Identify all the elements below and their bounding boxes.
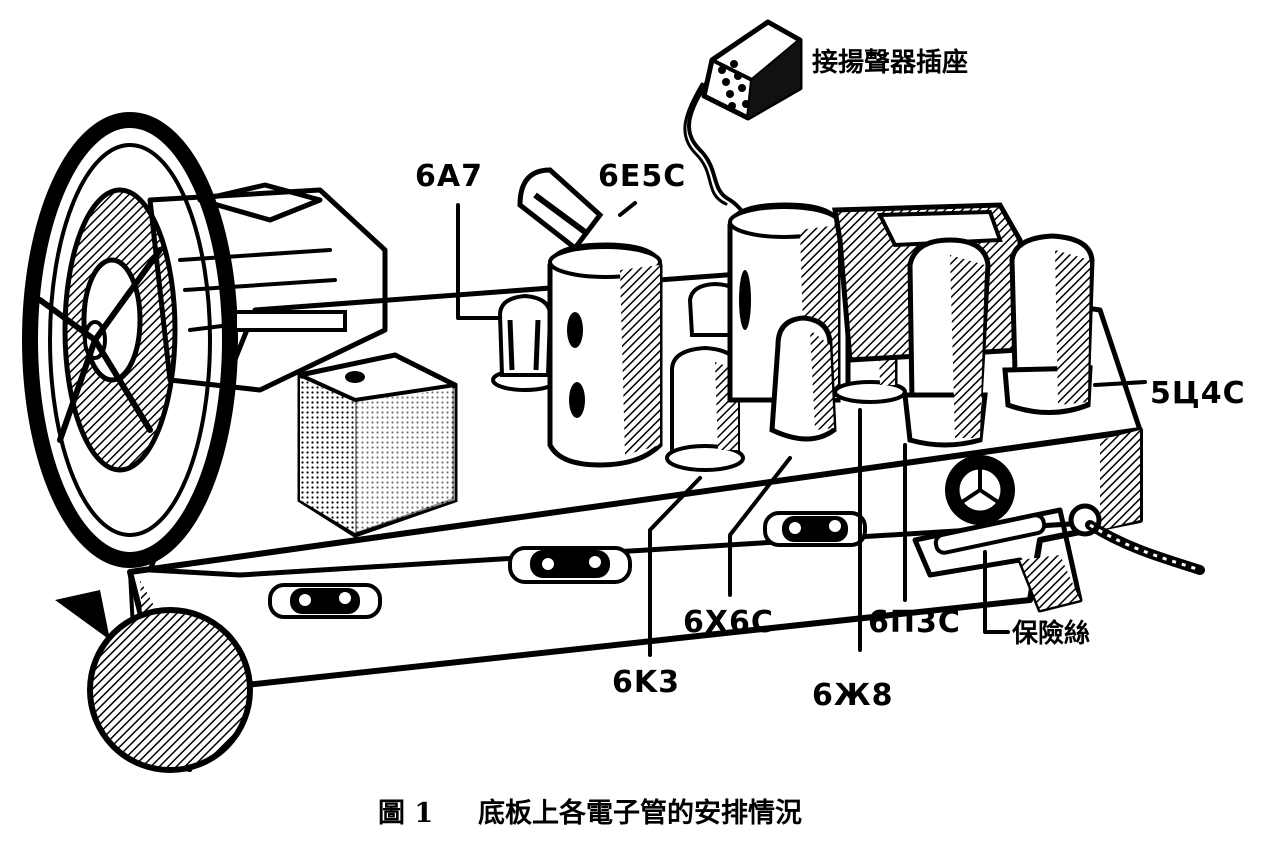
tube-6e5c — [517, 167, 604, 252]
label-5u4c: 5Ц4C — [1150, 376, 1246, 411]
front-slot — [268, 583, 382, 619]
if-transformer-can — [297, 352, 458, 538]
fuse — [912, 507, 1083, 613]
speaker-socket — [683, 19, 803, 222]
leader-lines — [456, 201, 1147, 657]
tuning-dial — [22, 112, 253, 773]
label-6zh8: 6Ж8 — [812, 678, 893, 713]
label-6e5c: 6E5C — [598, 159, 686, 194]
fuse-label: 保險絲 — [1011, 618, 1090, 649]
speaker-socket-label: 接揚聲器插座 — [812, 47, 968, 78]
figure-number: 圖 1 — [378, 798, 433, 829]
voltage-selector — [945, 455, 1015, 525]
label-6k3: 6K3 — [612, 665, 680, 700]
label-6p3c: 6П3C — [868, 605, 961, 640]
label-6x6c: 6X6C — [683, 605, 774, 640]
front-slot — [763, 511, 867, 547]
figure-caption: 底板上各電子管的安排情況 — [478, 797, 802, 829]
tuning-capacitor — [147, 182, 388, 393]
tube-6x6c — [769, 315, 837, 442]
label-6a7: 6A7 — [415, 159, 483, 194]
front-slot — [508, 546, 632, 584]
tube-6k3-shield — [547, 242, 663, 468]
tube-6a7 — [491, 293, 559, 392]
tube-5u4c — [1002, 233, 1095, 415]
tube-6p3c — [902, 237, 991, 448]
power-cord — [1068, 503, 1205, 575]
